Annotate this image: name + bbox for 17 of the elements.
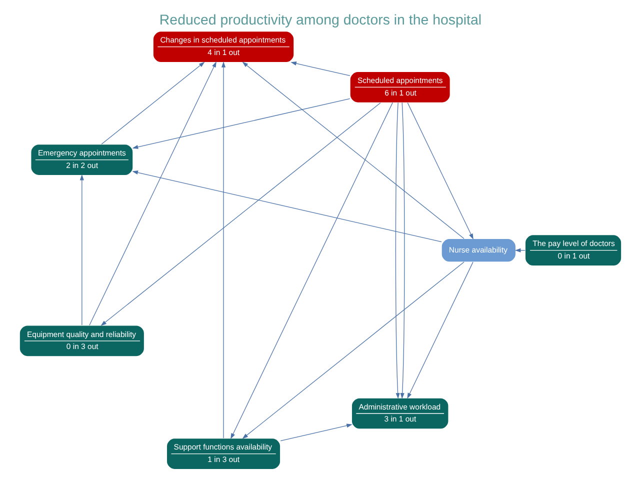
arrow bbox=[132, 170, 442, 242]
arrow bbox=[230, 102, 392, 440]
arrow bbox=[220, 62, 226, 438]
arrow bbox=[100, 62, 204, 144]
arrow bbox=[394, 102, 400, 399]
arrow bbox=[132, 98, 350, 149]
arrow bbox=[242, 262, 464, 439]
arrow bbox=[406, 262, 473, 399]
arrow bbox=[88, 62, 216, 326]
arrow bbox=[290, 62, 350, 76]
arrow bbox=[79, 174, 84, 326]
arrow bbox=[400, 102, 404, 399]
arrow bbox=[242, 62, 464, 239]
diagram-title: Reduced productivity among doctors in the hospital bbox=[158, 12, 482, 29]
arrow bbox=[100, 102, 380, 326]
arrow bbox=[280, 424, 352, 442]
arrow bbox=[406, 102, 473, 240]
